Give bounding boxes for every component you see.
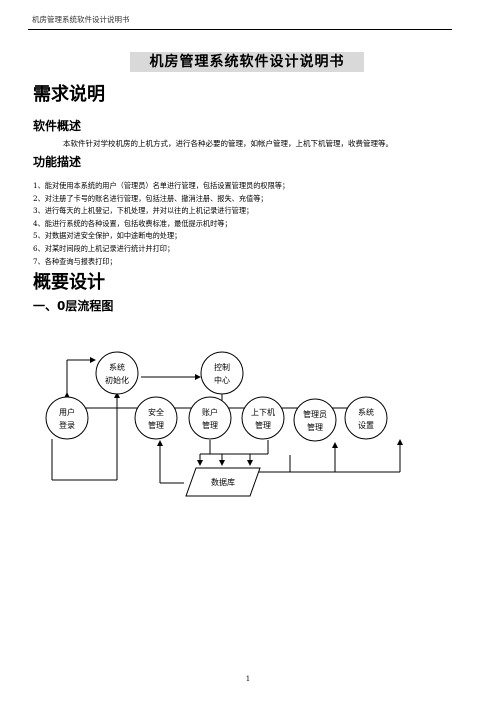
node-security-line2: 管理: [148, 420, 164, 430]
node-database: [185, 467, 261, 497]
node-settings: [344, 396, 388, 440]
document-title: 机房管理系统软件设计说明书: [130, 52, 364, 72]
function-item: 6、对某时间段的上机记录进行统计并打印；: [33, 243, 175, 253]
node-security: [134, 396, 178, 440]
heading-requirements: 需求说明: [33, 84, 105, 105]
node-login-line2: 登录: [59, 420, 75, 430]
function-item: 3、进行每天的上机登记，下机处理，并对以往的上机记录进行管理；: [33, 206, 254, 216]
node-updown: [241, 396, 285, 440]
node-init: [95, 351, 139, 395]
node-account: [188, 396, 232, 440]
node-updown-line1: 上下机: [251, 407, 275, 417]
node-admin: [293, 398, 337, 442]
function-item: 1、能对使用本系统的用户（管理员）名单进行管理，包括设置管理员的权限等；: [33, 181, 290, 190]
function-item: 4、能进行系统的各种设置，包括收费标准，最低提示机时等；: [33, 218, 232, 228]
function-item: 7、各种查询与报表打印；: [33, 256, 117, 266]
node-updown-line2: 管理: [255, 420, 271, 430]
heading-functions: 功能描述: [33, 155, 82, 169]
node-control-line2: 中心: [214, 375, 230, 385]
node-control: [200, 351, 244, 395]
heading-overview: 软件概述: [33, 119, 82, 133]
node-settings-line1: 系统: [358, 407, 374, 417]
node-login-line1: 用户: [59, 407, 75, 417]
node-database-label: 数据库: [211, 477, 235, 487]
header-rule: [28, 29, 452, 30]
node-admin-line1: 管理员: [303, 409, 327, 419]
node-settings-line2: 设置: [358, 420, 374, 430]
function-item: 5、对数据对进安全保护，如中途断电的处理；: [33, 231, 182, 241]
function-item: 2、对注册了卡号的账名进行管理，包括注册、撤消注册、报失、充值等；: [33, 193, 268, 203]
node-security-line1: 安全: [148, 407, 164, 417]
node-login: [45, 396, 89, 440]
node-account-line2: 管理: [202, 420, 218, 430]
function-list: 1、能对使用本系统的用户（管理员）名单进行管理，包括设置管理员的权限等； 2、对…: [33, 180, 289, 268]
running-header: 机房管理系统软件设计说明书: [32, 15, 130, 24]
node-admin-line2: 管理: [307, 422, 323, 432]
overview-paragraph: 本软件针对学校机房的上机方式，进行各种必要的管理，如帐户管理，上机下机管理，收费…: [63, 139, 393, 148]
heading-flowchart: 一、0层流程图: [33, 299, 114, 313]
heading-design: 概要设计: [33, 272, 105, 293]
node-init-line2: 初始化: [105, 375, 129, 385]
node-control-line1: 控制: [214, 362, 230, 372]
page-number: 1: [245, 675, 251, 683]
node-init-line1: 系统: [109, 362, 125, 372]
node-account-line1: 账户: [202, 407, 218, 417]
